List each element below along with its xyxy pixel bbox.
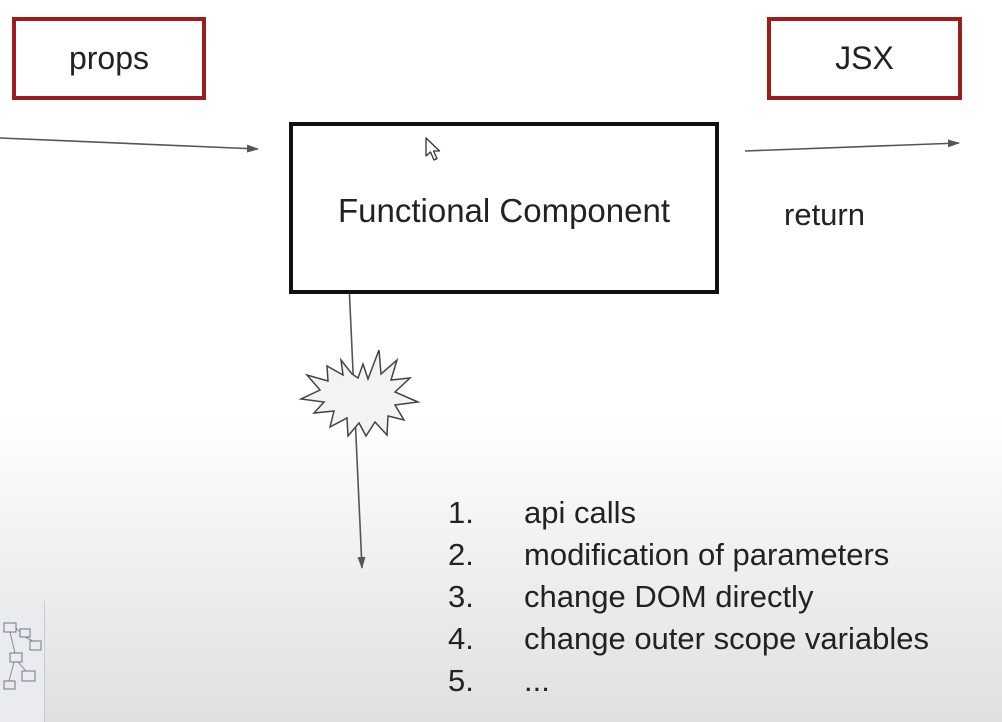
list-item-text: ... — [524, 663, 550, 698]
component-label: Functional Component — [337, 192, 671, 229]
list-item-number: 2. — [448, 537, 474, 572]
list-item: 3. change DOM directly — [448, 576, 929, 618]
props-box: props — [12, 17, 206, 100]
list-item: 4. change outer scope variables — [448, 618, 929, 660]
list-item-number: 1. — [448, 495, 474, 530]
list-item-number: 4. — [448, 621, 474, 656]
output-arrow — [744, 139, 960, 152]
functional-component-box: Functional Component — [289, 122, 719, 294]
list-item-number: 3. — [448, 579, 474, 614]
list-item: 5. ... — [448, 660, 929, 702]
sketch-thumbnail — [0, 601, 45, 722]
list-item-text: change DOM directly — [524, 579, 814, 614]
jsx-label: JSX — [835, 40, 894, 76]
sketch-thumbnail-drawing — [3, 622, 42, 690]
list-item: 1. api calls — [448, 492, 929, 534]
props-label: props — [68, 40, 150, 76]
input-arrow — [0, 137, 259, 153]
list-item-text: api calls — [524, 495, 636, 530]
list-item-text: change outer scope variables — [524, 621, 929, 656]
list-item-number: 5. — [448, 663, 474, 698]
jsx-box: JSX — [767, 17, 962, 100]
list-item-text: modification of parameters — [524, 537, 890, 572]
return-label: return — [784, 197, 865, 232]
side-effects-list: 1. api calls 2. modification of paramete… — [448, 492, 929, 702]
explosion-icon — [298, 349, 421, 438]
mouse-pointer-icon — [425, 137, 441, 161]
list-item: 2. modification of parameters — [448, 534, 929, 576]
